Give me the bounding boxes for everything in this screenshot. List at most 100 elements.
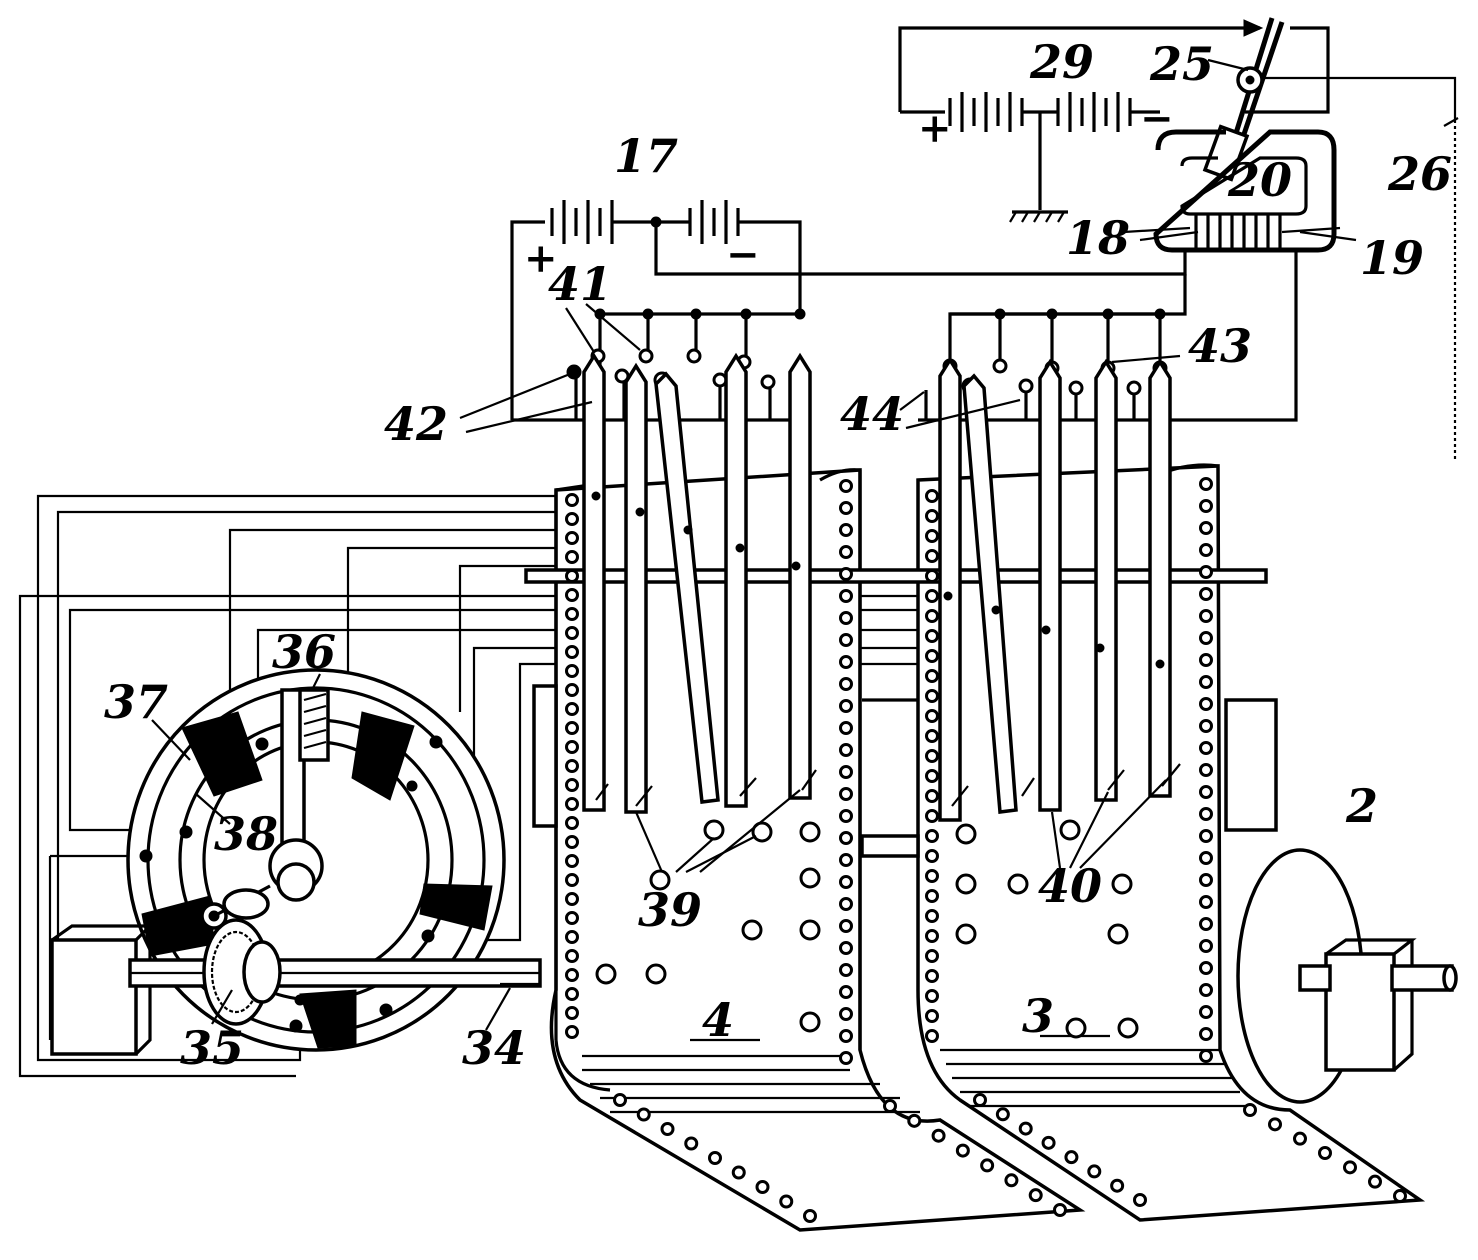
perforation-hole bbox=[1201, 677, 1212, 688]
perforation-hole bbox=[567, 837, 578, 848]
perforation-hole bbox=[927, 891, 938, 902]
label-42: 42 bbox=[384, 397, 448, 451]
perforation-hole bbox=[1201, 567, 1212, 578]
plus-sign-battery-17: + bbox=[524, 235, 558, 282]
label-41: 41 bbox=[548, 257, 612, 311]
perforation-hole bbox=[567, 894, 578, 905]
perforation-hole bbox=[1201, 611, 1212, 622]
label-25: 25 bbox=[1149, 37, 1214, 91]
perforation-hole bbox=[841, 481, 852, 492]
perforation-hole bbox=[982, 1160, 993, 1171]
perforation-hole bbox=[1201, 897, 1212, 908]
perforation-hole bbox=[567, 1008, 578, 1019]
perforation-hole bbox=[841, 965, 852, 976]
perforation-hole bbox=[841, 899, 852, 910]
perforation-hole bbox=[1201, 699, 1212, 710]
perforation-hole bbox=[686, 1138, 697, 1149]
perforation-hole bbox=[927, 911, 938, 922]
perforation-hole bbox=[1201, 721, 1212, 732]
perforation-hole bbox=[567, 818, 578, 829]
perforation-hole bbox=[1112, 1180, 1123, 1191]
perforation-hole bbox=[927, 1011, 938, 1022]
perforation-hole bbox=[567, 875, 578, 886]
perforation-hole bbox=[638, 1109, 649, 1120]
perforation-hole bbox=[927, 771, 938, 782]
perforation-hole bbox=[927, 651, 938, 662]
perforation-hole bbox=[1135, 1195, 1146, 1206]
perforation-hole bbox=[841, 987, 852, 998]
perforation-hole bbox=[927, 631, 938, 642]
perforation-hole bbox=[567, 951, 578, 962]
perforation-hole bbox=[841, 1009, 852, 1020]
perforation-hole bbox=[567, 913, 578, 924]
perforation-hole bbox=[1201, 1051, 1212, 1062]
perforation-hole bbox=[1245, 1105, 1256, 1116]
perforation-hole bbox=[1320, 1148, 1331, 1159]
perforation-hole bbox=[1201, 919, 1212, 930]
label-36: 36 bbox=[272, 625, 336, 679]
perforation-hole bbox=[927, 591, 938, 602]
perforation-hole bbox=[841, 701, 852, 712]
perforation-hole bbox=[1030, 1190, 1041, 1201]
perforation-hole bbox=[927, 871, 938, 882]
label-40: 40 bbox=[1038, 859, 1102, 913]
perforation-hole bbox=[927, 731, 938, 742]
perforation-hole bbox=[757, 1182, 768, 1193]
perforation-hole bbox=[567, 666, 578, 677]
perforation-hole bbox=[1201, 765, 1212, 776]
minus-sign-battery-29: − bbox=[1140, 95, 1174, 142]
perforation-hole bbox=[1201, 831, 1212, 842]
perforation-hole bbox=[567, 856, 578, 867]
perforation-hole bbox=[567, 780, 578, 791]
perforation-hole bbox=[710, 1153, 721, 1164]
perforation-hole bbox=[841, 657, 852, 668]
perforation-hole bbox=[567, 685, 578, 696]
perforation-hole bbox=[841, 547, 852, 558]
perforation-hole bbox=[927, 971, 938, 982]
perforation-hole bbox=[927, 931, 938, 942]
perforation-hole bbox=[567, 609, 578, 620]
perforation-hole bbox=[1370, 1176, 1381, 1187]
perforation-hole bbox=[1201, 743, 1212, 754]
label-20: 20 bbox=[1227, 153, 1292, 207]
perforation-hole bbox=[841, 503, 852, 514]
perforation-hole bbox=[841, 525, 852, 536]
perforation-hole bbox=[927, 491, 938, 502]
perforation-hole bbox=[841, 1053, 852, 1064]
perforation-hole bbox=[1201, 963, 1212, 974]
perforation-hole bbox=[733, 1167, 744, 1178]
perforation-hole bbox=[927, 851, 938, 862]
perforation-hole bbox=[615, 1095, 626, 1106]
perforation-hole bbox=[1201, 853, 1212, 864]
perforation-hole bbox=[1020, 1123, 1031, 1134]
distributor-wheel bbox=[128, 670, 504, 1050]
perforation-hole bbox=[841, 1031, 852, 1042]
perforation-hole bbox=[927, 611, 938, 622]
perforation-hole bbox=[927, 711, 938, 722]
perforation-hole bbox=[841, 855, 852, 866]
perforation-hole bbox=[841, 811, 852, 822]
perforation-hole bbox=[662, 1124, 673, 1135]
perforation-hole bbox=[1201, 941, 1212, 952]
perforation-hole bbox=[927, 751, 938, 762]
label-2: 2 bbox=[1345, 779, 1378, 833]
perforation-hole bbox=[567, 723, 578, 734]
perforation-hole bbox=[1066, 1152, 1077, 1163]
perforation-hole bbox=[841, 921, 852, 932]
perforation-hole bbox=[1006, 1175, 1017, 1186]
perforation-hole bbox=[1201, 545, 1212, 556]
perforation-hole bbox=[841, 767, 852, 778]
perforation-hole bbox=[781, 1196, 792, 1207]
perforation-hole bbox=[841, 833, 852, 844]
perforation-hole bbox=[567, 533, 578, 544]
perforation-hole bbox=[567, 704, 578, 715]
drum-2 bbox=[1238, 850, 1456, 1102]
perforation-hole bbox=[567, 989, 578, 1000]
label-34: 34 bbox=[462, 1021, 526, 1075]
perforation-hole bbox=[1201, 523, 1212, 534]
perforation-hole bbox=[567, 495, 578, 506]
perforation-hole bbox=[927, 1031, 938, 1042]
perforation-hole bbox=[1201, 809, 1212, 820]
plus-sign-battery-29: + bbox=[918, 105, 952, 152]
